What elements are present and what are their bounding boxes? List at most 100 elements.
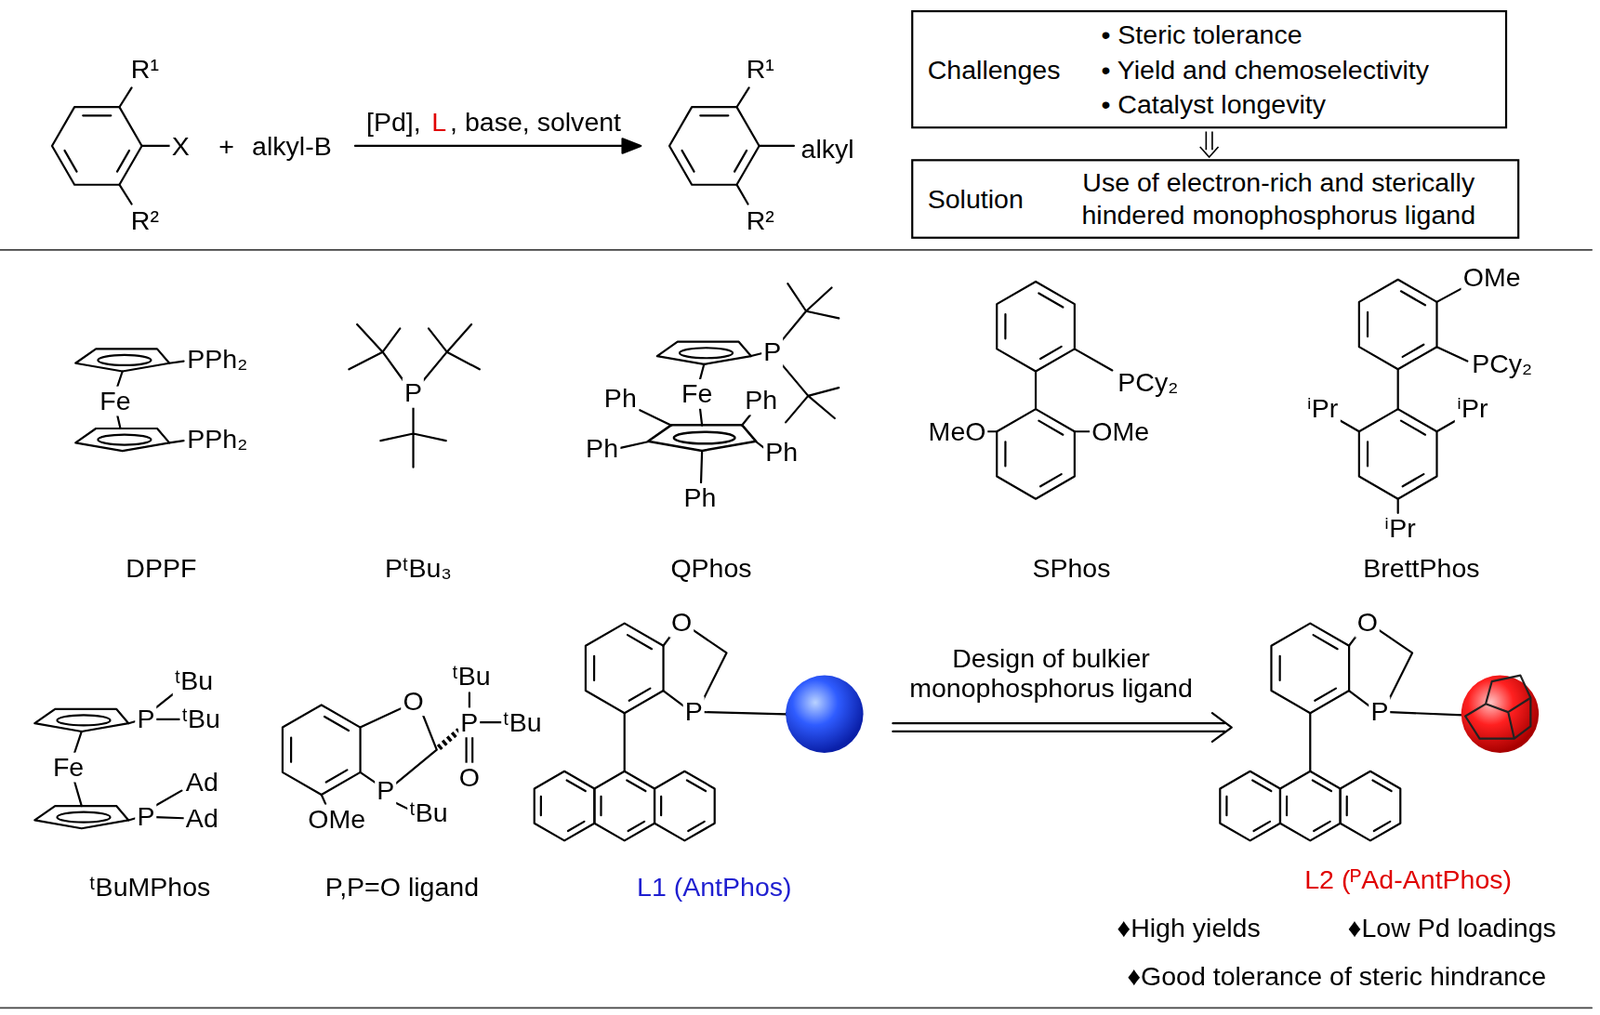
antphos-structure [579,762,670,849]
feature-bullet: ♦Low Pd loadings [1346,913,1559,943]
double-arrow [1200,132,1219,158]
reaction-text: [Pd], [364,107,424,137]
reaction-scheme [736,87,794,204]
box-body: Use of electron-rich and sterically hind… [1054,166,1504,232]
tbumphos-structure [74,693,184,820]
pad-antphos-structure [1324,762,1415,849]
pad-antphos-structure [1309,628,1464,772]
atom-label: O [400,686,426,715]
atom-label: Ph [763,437,800,467]
atom-label: Fe [679,379,715,409]
atom-label: ᵗBu [501,707,544,737]
reaction-text: R¹ [743,54,777,84]
reaction-text: + [216,131,237,160]
design-arrow [892,713,1231,742]
box-heading: Challenges [927,53,1061,86]
antphos-structure [519,762,610,849]
pad-antphos-structure [1252,612,1369,726]
reaction-text: , base, solvent [448,107,623,137]
ppo-ligand-structure [263,692,503,809]
double-arrow [1200,132,1219,158]
atom-label: ᵗBu [449,661,493,691]
atom-label: Fe [51,753,87,782]
brettphos-structure [1339,289,1468,514]
antphos-structure [785,675,863,754]
ppo-ligand-structure [263,693,380,807]
reaction-scheme [119,87,171,204]
atom-label: PCy₂ [1115,368,1180,397]
atom-label: P [134,801,157,831]
reaction-text: R¹ [129,54,162,84]
box-body: • Steric tolerance• Yield and chemoselec… [1100,17,1429,122]
sphos-structure [977,270,1094,384]
box-text: • Steric tolerance [1100,17,1429,53]
atom-label: P [402,378,424,408]
brettphos-structure [1339,268,1468,514]
reaction-text: R² [743,205,777,235]
ligand-name: QPhos [668,554,754,583]
box-heading: Solution [927,183,1024,215]
atom-label: ᵗBu [172,665,216,695]
divider-rule [0,1007,1592,1010]
atom-label: Fe [97,386,133,416]
ppo-ligand-structure [438,730,460,749]
atom-label: Ad [184,804,221,834]
ligand-name: PᵗBu₃ [383,554,454,583]
atom-label: P [761,337,783,367]
tbumphos-structure [34,709,129,732]
box-text: • Yield and chemoselectivity [1100,52,1429,87]
atom-label: PPh₂ [185,344,250,374]
reaction-text: L [429,107,449,137]
atom-label: OMe [1461,263,1523,292]
sphos-structure [977,397,1094,511]
dppf-structure [75,348,170,371]
atom-label: O [1354,608,1380,637]
feature-bullet: ♦High yields [1114,913,1263,943]
atom-label: PCy₂ [1469,349,1534,379]
pad-antphos-structure [1204,762,1296,849]
ptbu3-structure [348,324,479,468]
reaction-scheme [52,106,143,186]
antphos-structure [519,612,864,850]
feature-bullet: ♦Good tolerance of steric hindrance [1124,962,1548,992]
text-box: Challenges • Steric tolerance• Yield and … [911,10,1508,129]
antphos-structure [639,762,730,849]
antphos-structure [624,628,809,772]
pad-antphos-structure [1204,612,1539,850]
text-box: Solution Use of electron-rich and sterica… [911,158,1520,239]
atom-label: MeO [925,417,988,447]
box-text: • Catalyst longevity [1100,86,1429,121]
atom-label: OMe [1089,417,1151,447]
atom-label: ⁱPr [1454,393,1491,423]
ptbu3-structure [348,324,479,468]
atom-label: ⁱPr [1304,393,1340,423]
atom-label: Ph [602,383,639,412]
tbumphos-structure [34,806,129,829]
ligand-name: DPPF [123,554,199,583]
atom-label: OMe [305,805,368,834]
reaction-text: alkyl [798,134,856,164]
atom-label: Ph [583,434,621,463]
box-text: Use of electron-rich and sterically hind… [1054,166,1504,232]
pad-antphos-structure [1461,675,1539,754]
atom-label: Ph [742,385,780,415]
atom-label: P [134,704,157,734]
divider-rule [0,249,1592,252]
qphos-structure [647,424,756,451]
ligand-name: P,P=O ligand [323,872,482,902]
atom-label: O [669,608,695,637]
atom-label: P [683,696,705,726]
ligand-name: ᵗBuMPhos [87,872,212,902]
reaction-text: X [170,131,192,160]
pad-antphos-structure [1465,675,1531,740]
atom-label: Ad [184,767,221,797]
reaction-scheme [52,87,794,204]
brettphos-structure [1339,397,1456,511]
design-arrow [892,713,1231,742]
atom-label: ᵗBu [179,704,223,734]
dppf-structure [75,348,184,451]
atom-label: O [457,763,483,793]
reaction-scheme [622,138,642,153]
arrow-label: Design of bulkier monophosphorus ligand [875,644,1228,703]
reaction-text: R² [129,205,162,235]
